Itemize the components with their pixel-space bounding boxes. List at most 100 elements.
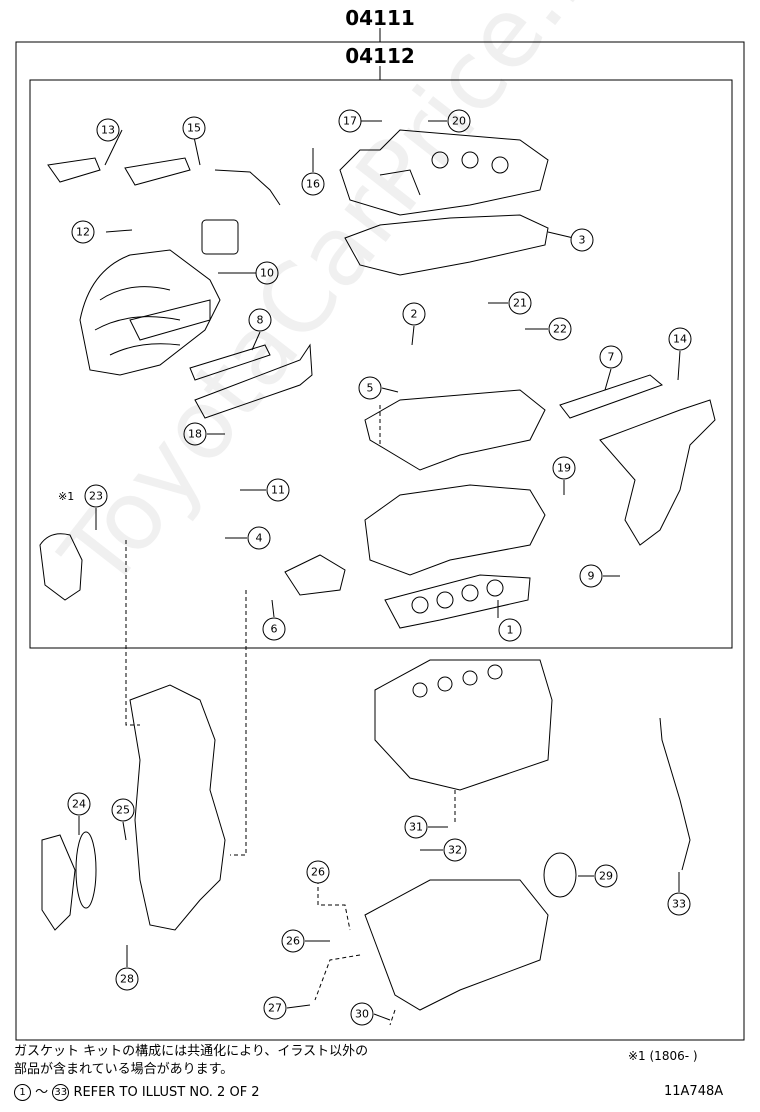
- exhaust-pipe-left-illustration: [124, 157, 191, 186]
- callout-circle-23: [84, 484, 108, 508]
- callout-circle-1: [498, 618, 522, 642]
- callout-5: 5: [367, 382, 374, 395]
- egr-pipe-illustration: [214, 169, 281, 206]
- callout-circle-11: [266, 478, 290, 502]
- callout-16: 16: [306, 178, 320, 191]
- exhaust-manifold-left-illustration: [47, 157, 101, 183]
- callout-8: 8: [257, 314, 264, 327]
- note-mark-23: ※1: [58, 490, 74, 503]
- callout-circle-8: [248, 308, 272, 332]
- head-cover-gasket-illustration: [344, 214, 549, 276]
- callout-circle-31: [404, 815, 428, 839]
- footer-note: ※1 (1806- ): [628, 1049, 698, 1063]
- callout-21: 21: [513, 297, 527, 310]
- callout-circle-14: [668, 327, 692, 351]
- head-gasket-illustration: [384, 574, 531, 629]
- callout-10: 10: [260, 267, 274, 280]
- intake-manifold-illustration: [79, 249, 221, 376]
- callout-32: 32: [448, 844, 462, 857]
- inner-kit-code: 04112: [345, 44, 415, 68]
- outer-kit-code: 04111: [345, 6, 415, 30]
- timing-gasket-illustration: [39, 533, 83, 601]
- callout-circle-30: [350, 1002, 374, 1026]
- exhaust-manifold-right-illustration: [599, 399, 716, 546]
- callout-circle-2: [402, 302, 426, 326]
- cylinder-head-illustration: [364, 484, 546, 576]
- callout-circle-32: [443, 838, 467, 862]
- callout-circle-6: [262, 617, 286, 641]
- callout-circle-3: [570, 228, 594, 252]
- range-separator: ～: [35, 1085, 49, 1100]
- footer-japanese-line2: 部品が含まれている場合があります。: [14, 1062, 234, 1077]
- footer-refer-line: 1 ～ 33 REFER TO ILLUST NO. 2 OF 2: [14, 1084, 260, 1101]
- callout-circle-24: [67, 792, 91, 816]
- callout-15: 15: [187, 122, 201, 135]
- callout-circle-7: [599, 345, 623, 369]
- callout-7: 7: [608, 351, 615, 364]
- callout-circle-16: [301, 172, 325, 196]
- callout-9: 9: [588, 570, 595, 583]
- callout-13: 13: [101, 124, 115, 137]
- callout-circle-21: [508, 291, 532, 315]
- callout-18: 18: [188, 428, 202, 441]
- callout-circle-18: [183, 422, 207, 446]
- callout-29: 29: [599, 870, 613, 883]
- callout-26a: 26: [311, 866, 325, 879]
- callout-28: 28: [120, 973, 134, 986]
- illustration-code: 11A748A: [664, 1084, 724, 1099]
- cylinder-block-illustration: [374, 659, 553, 791]
- callout-22: 22: [553, 323, 567, 336]
- timing-chain-cover-illustration: [129, 684, 226, 931]
- callout-25: 25: [116, 804, 130, 817]
- callout-circle-5: [358, 376, 382, 400]
- callout-circle-4: [247, 526, 271, 550]
- callout-circle-22: [548, 317, 572, 341]
- pump-gasket-illustration: [75, 831, 97, 909]
- callout-17: 17: [343, 115, 357, 128]
- callout-6: 6: [271, 623, 278, 636]
- callout-circle-9: [579, 564, 603, 588]
- callout-20: 20: [452, 115, 466, 128]
- intake-gasket-illustration: [189, 344, 271, 381]
- camshaft-housing-illustration: [364, 389, 546, 471]
- callout-3: 3: [579, 234, 586, 247]
- callout-23: 23: [89, 490, 103, 503]
- callout-circle-27: [263, 996, 287, 1020]
- callout-30: 30: [355, 1008, 369, 1021]
- dipstick-illustration: [659, 717, 691, 871]
- callout-2: 2: [411, 308, 418, 321]
- callout-circle-20: [447, 109, 471, 133]
- callout-circle-26a: [306, 860, 330, 884]
- callout-circle-19: [552, 456, 576, 480]
- rear-oil-seal-illustration: [543, 852, 577, 898]
- footer-japanese-line1: ガスケット キットの構成には共通化により、イラスト以外の: [14, 1044, 369, 1059]
- range-start-callout: 1: [14, 1084, 31, 1101]
- callout-circle-26b: [281, 929, 305, 953]
- callout-circle-12: [71, 220, 95, 244]
- callout-circle-29: [594, 864, 618, 888]
- throttle-body-illustration: [201, 219, 239, 255]
- callout-33: 33: [672, 898, 686, 911]
- callout-circle-25: [111, 798, 135, 822]
- range-end-callout: 33: [52, 1084, 70, 1101]
- cylinder-head-cover-illustration: [339, 129, 549, 216]
- callout-circle-17: [338, 109, 362, 133]
- callout-1: 1: [507, 624, 514, 637]
- callout-26b: 26: [286, 935, 300, 948]
- callout-31: 31: [409, 821, 423, 834]
- callout-circle-10: [255, 261, 279, 285]
- callout-12: 12: [76, 226, 90, 239]
- water-outlet-illustration: [284, 554, 346, 596]
- callout-circle-15: [182, 116, 206, 140]
- callout-circle-13: [96, 118, 120, 142]
- callout-circle-28: [115, 967, 139, 991]
- callout-circle-33: [667, 892, 691, 916]
- callout-27: 27: [268, 1002, 282, 1015]
- refer-text: REFER TO ILLUST NO. 2 OF 2: [73, 1085, 260, 1100]
- callout-19: 19: [557, 462, 571, 475]
- callout-11: 11: [271, 484, 285, 497]
- water-pump-illustration: [41, 834, 76, 931]
- fuel-rail-illustration: [194, 343, 313, 419]
- exhaust-gasket-illustration: [559, 374, 663, 419]
